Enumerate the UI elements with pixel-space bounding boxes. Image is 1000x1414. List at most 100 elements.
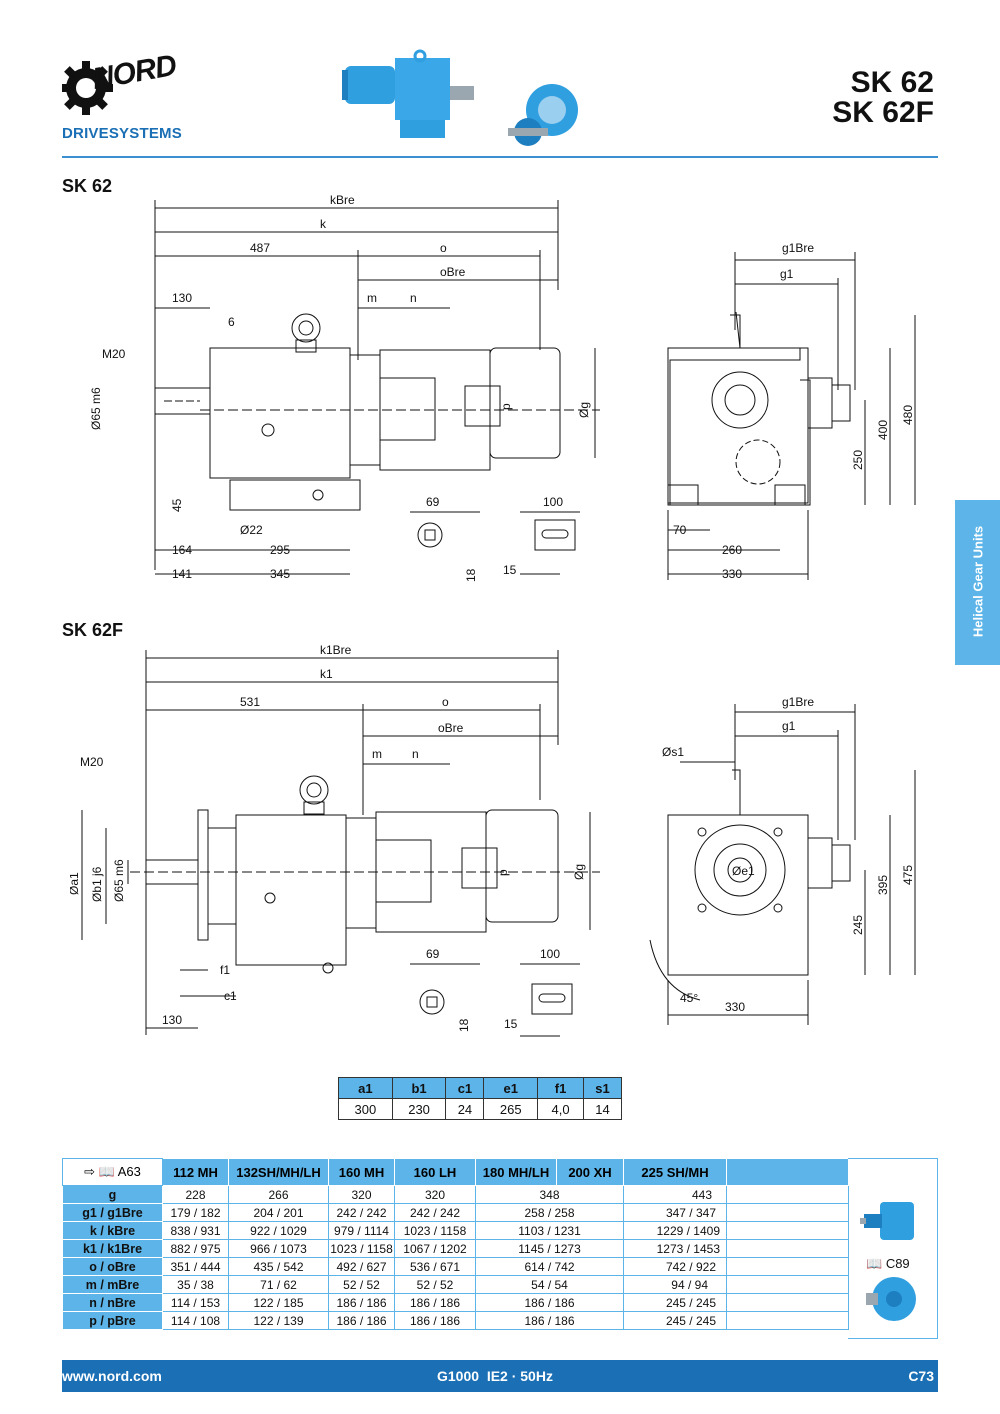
dim-m: m bbox=[367, 291, 377, 305]
dim-obre: oBre bbox=[440, 265, 466, 279]
dim-g1-2: g1 bbox=[782, 719, 796, 733]
motor-dim-table: ⇨ 📖 A63 112 MH 132SH/MH/LH 160 MH 160 LH… bbox=[62, 1158, 849, 1330]
dim-n: n bbox=[410, 291, 417, 305]
motor-table-header: ⇨ 📖 A63 112 MH 132SH/MH/LH 160 MH 160 LH… bbox=[62, 1158, 849, 1186]
arrow-book-icon: ⇨ 📖 bbox=[84, 1164, 118, 1179]
dim-kbre: kBre bbox=[330, 193, 355, 207]
drawing-sk62f-side: k1Bre k1 531 o oBre m n M20 Øa1 Øb1 j6 Ø… bbox=[70, 643, 600, 1037]
dim-m20-2: M20 bbox=[80, 755, 104, 769]
book-icon: 📖 bbox=[866, 1256, 886, 1271]
dim-e1: Øe1 bbox=[732, 864, 755, 878]
dim-345: 345 bbox=[270, 567, 290, 581]
dim-g: Øg bbox=[577, 402, 591, 418]
table-row: o / oBre 351 / 444 435 / 542 492 / 627 5… bbox=[62, 1257, 849, 1276]
dim-295: 295 bbox=[270, 543, 290, 557]
dim-g2: Øg bbox=[572, 864, 586, 880]
flange-table: a1 b1 c1 e1 f1 s1 300 230 24 265 4,0 14 bbox=[338, 1077, 623, 1120]
table-row: k1 / k1Bre 882 / 975 966 / 1073 1023 / 1… bbox=[62, 1239, 849, 1258]
dim-p: p bbox=[499, 403, 513, 410]
dim-480: 480 bbox=[901, 405, 915, 425]
section-title-sk62: SK 62 bbox=[62, 176, 113, 196]
dim-k1bre: k1Bre bbox=[320, 643, 352, 657]
dim-o: o bbox=[440, 241, 447, 255]
dim-22: Ø22 bbox=[240, 523, 263, 537]
dim-100: 100 bbox=[543, 495, 563, 509]
brand-subtitle: DRIVESYSTEMS bbox=[62, 125, 182, 142]
flange-table-header: a1 b1 c1 e1 f1 s1 bbox=[338, 1077, 623, 1099]
dim-g1bre: g1Bre bbox=[782, 241, 814, 255]
ref-c89: 📖 C89 bbox=[866, 1256, 910, 1271]
footer-spec: G1000 IE2 · 50Hz bbox=[437, 1368, 553, 1384]
dim-330-2: 330 bbox=[725, 1000, 745, 1014]
table-row: p / pBre 114 / 108 122 / 139 186 / 186 1… bbox=[62, 1311, 849, 1330]
page-title: SK 62 SK 62F bbox=[832, 68, 934, 128]
dim-k1: k1 bbox=[320, 667, 333, 681]
dim-18-2: 18 bbox=[457, 1018, 471, 1032]
dim-141: 141 bbox=[172, 567, 192, 581]
title-line1: SK 62 bbox=[850, 66, 934, 99]
dim-531: 531 bbox=[240, 695, 260, 709]
dim-15-2: 15 bbox=[504, 1017, 518, 1031]
motor-image-bottom bbox=[866, 1277, 916, 1321]
header-divider bbox=[62, 156, 938, 158]
drawing-sk62-end: g1Bre g1 480 400 250 70 260 330 bbox=[667, 241, 916, 581]
dim-45: 45 bbox=[170, 498, 184, 512]
dim-130: 130 bbox=[172, 291, 192, 305]
dim-245: 245 bbox=[851, 915, 865, 935]
table-row: g 228 266 320 320 348 443 bbox=[62, 1185, 849, 1204]
dim-p2: p bbox=[496, 869, 510, 876]
dim-f1: f1 bbox=[220, 963, 230, 977]
section-title-sk62f: SK 62F bbox=[62, 620, 124, 640]
dim-69-2: 69 bbox=[426, 947, 440, 961]
dim-487: 487 bbox=[250, 241, 270, 255]
dim-18: 18 bbox=[464, 568, 478, 582]
drawing-sk62-side: kBre k 487 o oBre m n 130 6 M20 Ø65 m6 4… bbox=[89, 193, 600, 582]
side-tab-helical: Helical Gear Units bbox=[955, 500, 1000, 665]
dim-m20: M20 bbox=[102, 347, 126, 361]
dim-m2: m bbox=[372, 747, 382, 761]
dim-69: 69 bbox=[426, 495, 440, 509]
flange-table-row: 300 230 24 265 4,0 14 bbox=[338, 1098, 623, 1120]
dim-400: 400 bbox=[876, 420, 890, 440]
dim-k: k bbox=[320, 217, 327, 231]
dim-164: 164 bbox=[172, 543, 192, 557]
footer-bar: www.nord.com G1000 IE2 · 50Hz C73 bbox=[62, 1360, 938, 1392]
dim-250: 250 bbox=[851, 450, 865, 470]
dim-a1: Øa1 bbox=[70, 872, 81, 895]
dim-15: 15 bbox=[503, 563, 517, 577]
gear-logo-icon bbox=[59, 61, 113, 115]
footer-url[interactable]: www.nord.com bbox=[62, 1368, 162, 1384]
dim-c1: c1 bbox=[224, 989, 237, 1003]
dim-n2: n bbox=[412, 747, 419, 761]
dim-395: 395 bbox=[876, 875, 890, 895]
dim-g1: g1 bbox=[780, 267, 794, 281]
dim-65m6-2: Ø65 m6 bbox=[112, 859, 126, 902]
dim-475: 475 bbox=[901, 865, 915, 885]
table-side-panel bbox=[848, 1158, 938, 1339]
motor-image-top bbox=[860, 1202, 914, 1240]
dim-65m6: Ø65 m6 bbox=[89, 387, 103, 430]
dim-330: 330 bbox=[722, 567, 742, 581]
dim-45deg: 45° bbox=[680, 991, 698, 1005]
dim-100-2: 100 bbox=[540, 947, 560, 961]
dim-130-2: 130 bbox=[162, 1013, 182, 1027]
gear-motor-image bbox=[340, 48, 480, 143]
drawing-sk62f-end: g1Bre g1 Øs1 Øe1 475 395 245 45° 330 bbox=[649, 695, 916, 1025]
dim-70: 70 bbox=[673, 523, 687, 537]
dim-g1bre-2: g1Bre bbox=[782, 695, 814, 709]
table-row: m / mBre 35 / 38 71 / 62 52 / 52 52 / 52… bbox=[62, 1275, 849, 1294]
table-row: g1 / g1Bre 179 / 182 204 / 201 242 / 242… bbox=[62, 1203, 849, 1222]
dim-260: 260 bbox=[722, 543, 742, 557]
title-line2: SK 62F bbox=[832, 96, 934, 129]
dim-b1j6: Øb1 j6 bbox=[90, 866, 104, 902]
table-row: n / nBre 114 / 153 122 / 185 186 / 186 1… bbox=[62, 1293, 849, 1312]
dim-s1: Øs1 bbox=[662, 745, 684, 759]
dim-obre2: oBre bbox=[438, 721, 464, 735]
gear-internals-image bbox=[500, 80, 585, 155]
page-number: C73 bbox=[908, 1368, 934, 1384]
dim-6: 6 bbox=[228, 315, 235, 329]
ref-cell: ⇨ 📖 A63 bbox=[62, 1158, 163, 1186]
dim-o2: o bbox=[442, 695, 449, 709]
nord-logo bbox=[59, 58, 172, 118]
table-row: k / kBre 838 / 931 922 / 1029 979 / 1114… bbox=[62, 1221, 849, 1240]
